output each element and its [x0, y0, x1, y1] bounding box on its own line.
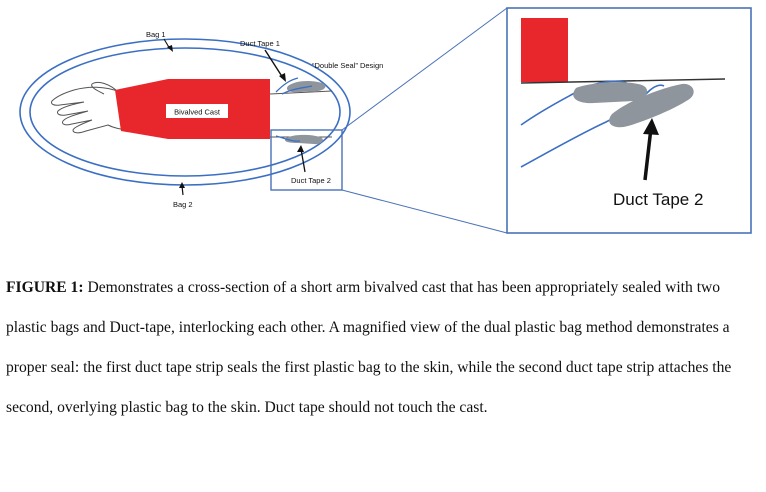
bag-1-outline [29, 47, 341, 177]
duct-tape-1-arrowhead [279, 73, 286, 82]
bag-2-outline [19, 38, 351, 186]
bag-1-label: Bag 1 [146, 30, 166, 39]
bag-2-label: Bag 2 [173, 200, 193, 209]
zoom-skin-line [520, 78, 726, 84]
cast-label-box [166, 104, 228, 118]
zoom-connector-top [341, 7, 508, 131]
bag-1-arrowhead [167, 45, 173, 52]
bag-2-end-top [281, 85, 313, 95]
zoom-duct-tape-2 [609, 83, 694, 128]
duct-tape-2-label: Duct Tape 2 [291, 176, 331, 185]
figure-caption: FIGURE 1: Demonstrates a cross-section o… [6, 268, 758, 428]
cast-label: Bivalved Cast [174, 108, 221, 117]
duct-tape-2-arrow [300, 148, 306, 173]
forearm-skin-top [269, 90, 333, 95]
bag-2-arrowhead [179, 182, 185, 188]
duct-tape-1-arrow [264, 49, 284, 79]
duct-tape-2-blob [284, 134, 323, 145]
duct-tape-2-arrowhead [297, 145, 304, 152]
zoom-cast [521, 18, 568, 82]
double-seal-label: “Double Seal” Design [312, 61, 383, 70]
caption-figure-label: FIGURE 1: [6, 279, 84, 296]
zoom-duct-tape-1 [573, 82, 648, 104]
zoom-duct-tape-2-label: Duct Tape 2 [613, 190, 703, 209]
hand-outline [51, 81, 129, 134]
zoom-source-box [270, 129, 343, 191]
duct-tape-1-label: Duct Tape 1 [240, 39, 280, 48]
zoom-content: Duct Tape 2 [520, 18, 726, 209]
figure-diagram: Bivalved Cast Bag 1 Duct Tape 1 “Double … [19, 7, 752, 234]
zoom-connector-bottom [341, 189, 508, 234]
caption-text: Demonstrates a cross-section of a short … [6, 279, 732, 416]
zoom-duct-tape-2-arrowhead [643, 118, 659, 135]
zoom-duct-tape-2-arrow [643, 127, 653, 181]
bag-1-end-bottom [275, 135, 301, 142]
bag-1-end-top [275, 77, 299, 93]
